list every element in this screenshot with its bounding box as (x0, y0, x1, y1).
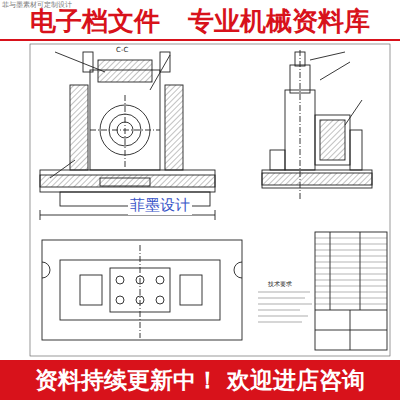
table-row (315, 256, 387, 257)
table-row (315, 274, 387, 275)
watermark-note: 菲与墨素材可定制设计 (2, 0, 72, 10)
watermark: 菲墨设计 (128, 196, 192, 215)
section-label: C-C (116, 46, 128, 54)
table-row (315, 244, 387, 245)
banner-title: 电子档文件 专业机械资料库 (0, 4, 400, 39)
table-row (315, 292, 387, 293)
table-row (315, 238, 387, 239)
table-row (315, 280, 387, 281)
promo-band: 资料持续更新中！ 欢迎进店咨询 (0, 360, 400, 400)
table-row (315, 304, 387, 305)
promo-text: 资料持续更新中！ 欢迎进店咨询 (35, 365, 365, 396)
table-row (315, 268, 387, 269)
table-row (315, 262, 387, 263)
table-row (315, 286, 387, 287)
table-row (315, 250, 387, 251)
table-row (315, 298, 387, 299)
notes-heading: 技术要求 (268, 280, 292, 289)
